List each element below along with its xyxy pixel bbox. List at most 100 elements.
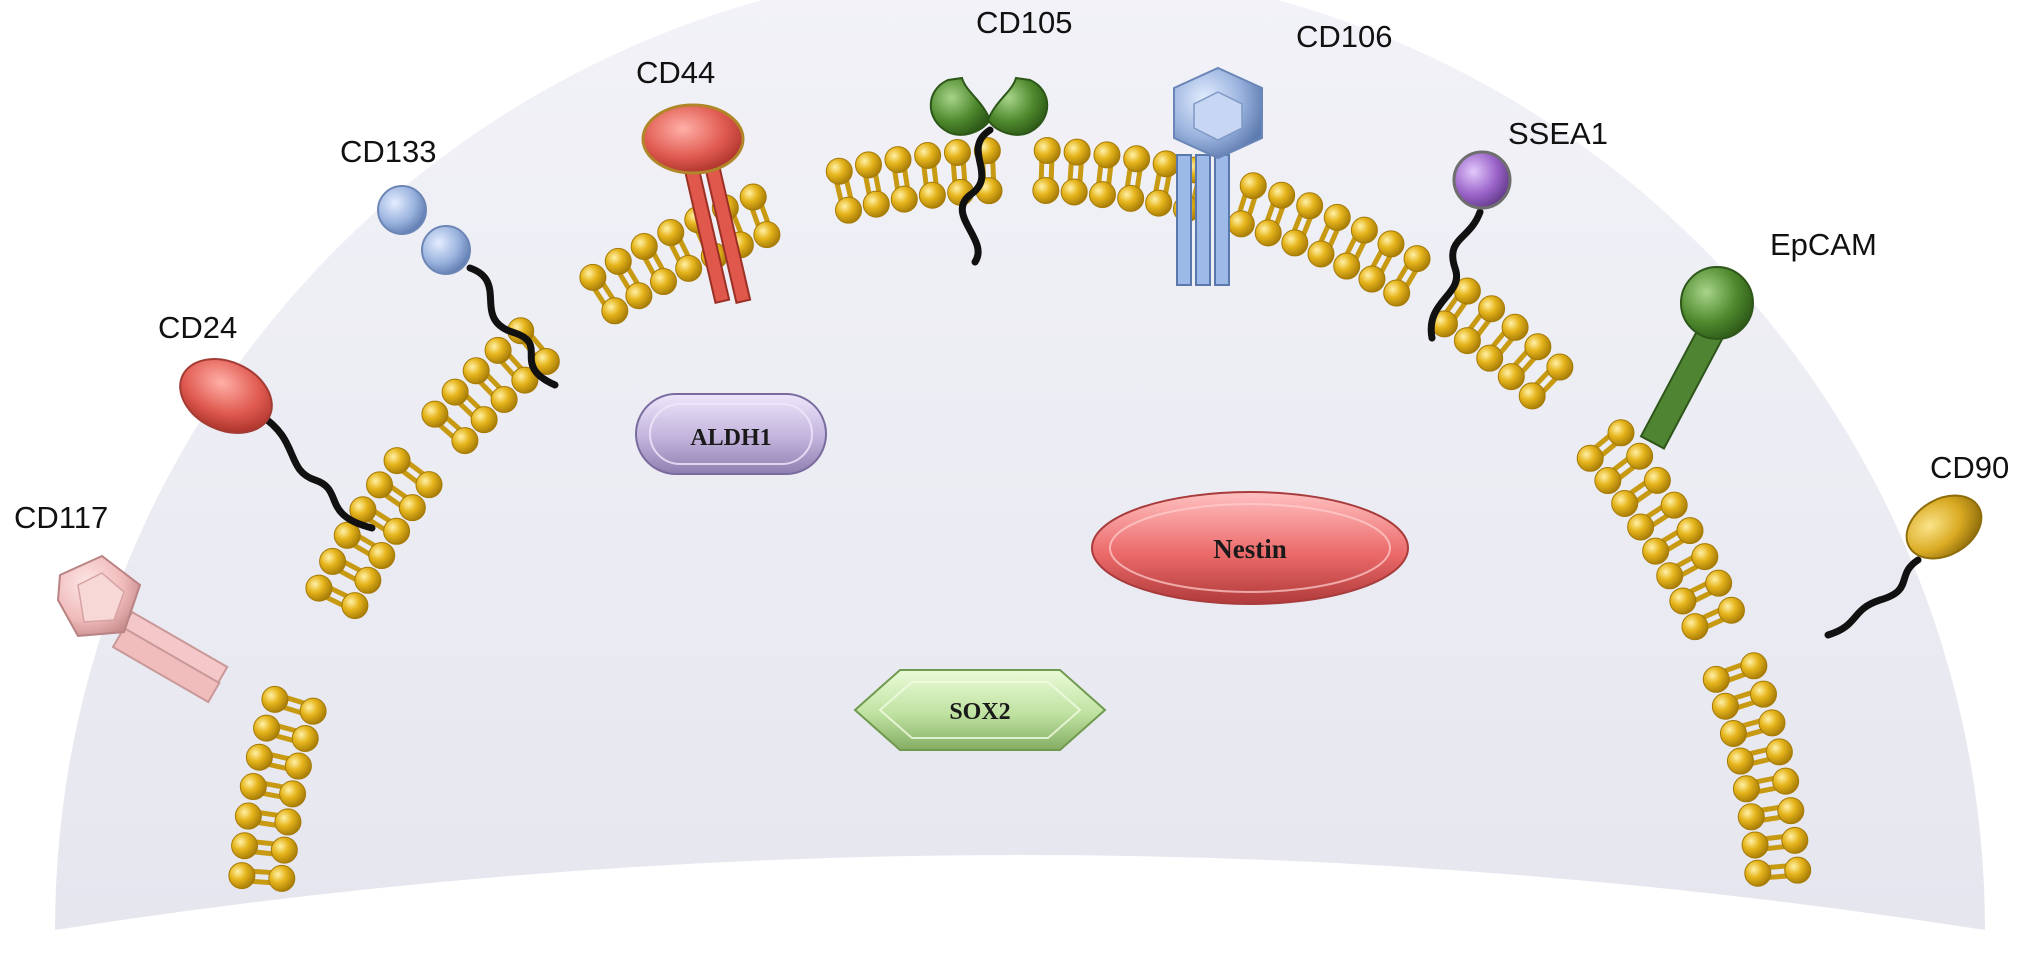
- lipid-head: [1524, 333, 1552, 361]
- lipid-head: [630, 232, 658, 260]
- lipid-head: [579, 263, 607, 291]
- lipid-head: [274, 808, 302, 836]
- cd105-receptor: [929, 76, 1049, 266]
- lipid-head: [1358, 265, 1386, 293]
- lipid-head: [1123, 145, 1151, 173]
- lipid-head: [319, 547, 347, 575]
- lipid-head: [1669, 587, 1697, 615]
- lipid-head: [675, 254, 703, 282]
- aldh1-label: ALDH1: [690, 425, 771, 451]
- cd44-receptor: [641, 103, 752, 305]
- lipid-head: [1758, 709, 1786, 737]
- lipid-head: [341, 592, 369, 620]
- cytoplasm: [55, 0, 1985, 930]
- lipid-head: [1063, 138, 1091, 166]
- lipid-head: [625, 282, 653, 310]
- lipid-head: [1627, 513, 1655, 541]
- lipid-head: [1744, 859, 1772, 887]
- lipid-head: [1765, 738, 1793, 766]
- sox2-label: SOX2: [949, 699, 1010, 725]
- lipid-head: [228, 862, 256, 890]
- lipid-head: [511, 366, 539, 394]
- lipid-head: [1476, 344, 1504, 372]
- lipid-head: [1497, 363, 1525, 391]
- lipid-head: [291, 724, 319, 752]
- lipid-head: [451, 427, 479, 455]
- cd90-receptor: [1824, 494, 1983, 639]
- lipid-head: [1660, 491, 1688, 519]
- lipid-head: [1705, 569, 1733, 597]
- lipid-head: [1152, 150, 1180, 178]
- lipid-head: [1717, 596, 1745, 624]
- epcam-label: EpCAM: [1770, 227, 1877, 262]
- cd105-label: CD105: [976, 5, 1073, 40]
- nestin-label: Nestin: [1213, 534, 1287, 564]
- lipid-head: [854, 151, 882, 179]
- lipid-head: [305, 574, 333, 602]
- lipid-head: [650, 268, 678, 296]
- lipid-head: [884, 146, 912, 174]
- lipid-head: [1350, 216, 1378, 244]
- lipid-head: [1088, 181, 1116, 209]
- lipid-head: [862, 190, 890, 218]
- lipid-head: [1239, 172, 1267, 200]
- lipid-head: [279, 780, 307, 808]
- lipid-head: [1740, 652, 1768, 680]
- lipid-head: [261, 685, 289, 713]
- lipid-head: [1093, 141, 1121, 169]
- lipid-head: [1691, 543, 1719, 571]
- lipid-head: [890, 185, 918, 213]
- lipid-head: [1781, 826, 1809, 854]
- lipid-head: [268, 864, 296, 892]
- lipid-head: [1719, 719, 1747, 747]
- lipid-head: [1576, 444, 1604, 472]
- lipid-head: [1117, 184, 1145, 212]
- lipid-head: [462, 357, 490, 385]
- lipid-head: [470, 406, 498, 434]
- lipid-head: [398, 494, 426, 522]
- lipid-head: [1741, 831, 1769, 859]
- aldh1-marker: ALDH1: [635, 393, 827, 475]
- lipid-head: [601, 297, 629, 325]
- ssea1-label: SSEA1: [1508, 116, 1608, 151]
- lipid-head: [1333, 252, 1361, 280]
- lipid-head: [368, 542, 396, 570]
- lipid-head: [421, 400, 449, 428]
- epcam-receptor: [1639, 266, 1754, 450]
- lipid-head: [1383, 279, 1411, 307]
- lipid-head: [1254, 219, 1282, 247]
- lipid-head: [943, 139, 971, 167]
- lipid-head: [604, 247, 632, 275]
- lipid-head: [1749, 680, 1777, 708]
- lipid-head: [239, 773, 267, 801]
- cd106-label: CD106: [1296, 19, 1393, 54]
- lipid-head: [1643, 466, 1671, 494]
- lipid-head: [1307, 240, 1335, 268]
- lipid-head: [1323, 203, 1351, 231]
- cd133-label: CD133: [340, 134, 437, 169]
- lipid-head: [1607, 419, 1635, 447]
- lipid-head: [1711, 692, 1739, 720]
- lipid-head: [1656, 562, 1684, 590]
- lipid-head: [1501, 313, 1529, 341]
- cd24-label: CD24: [158, 310, 237, 345]
- lipid-head: [270, 836, 298, 864]
- lipid-head: [1611, 489, 1639, 517]
- lipid-head: [1268, 181, 1296, 209]
- lipid-head: [1732, 775, 1760, 803]
- cd117-receptor: [56, 554, 229, 704]
- lipid-head: [284, 752, 312, 780]
- lipid-head: [441, 378, 469, 406]
- lipid-head: [657, 219, 685, 247]
- lipid-head: [1032, 176, 1060, 204]
- lipid-head: [1403, 245, 1431, 273]
- lipid-head: [1377, 230, 1405, 258]
- lipid-head: [1546, 353, 1574, 381]
- lipid-head: [333, 521, 361, 549]
- lipid-head: [245, 743, 273, 771]
- lipid-head: [1626, 442, 1654, 470]
- lipid-head: [1777, 797, 1805, 825]
- lipid-head: [918, 181, 946, 209]
- lipid-head: [1033, 136, 1061, 164]
